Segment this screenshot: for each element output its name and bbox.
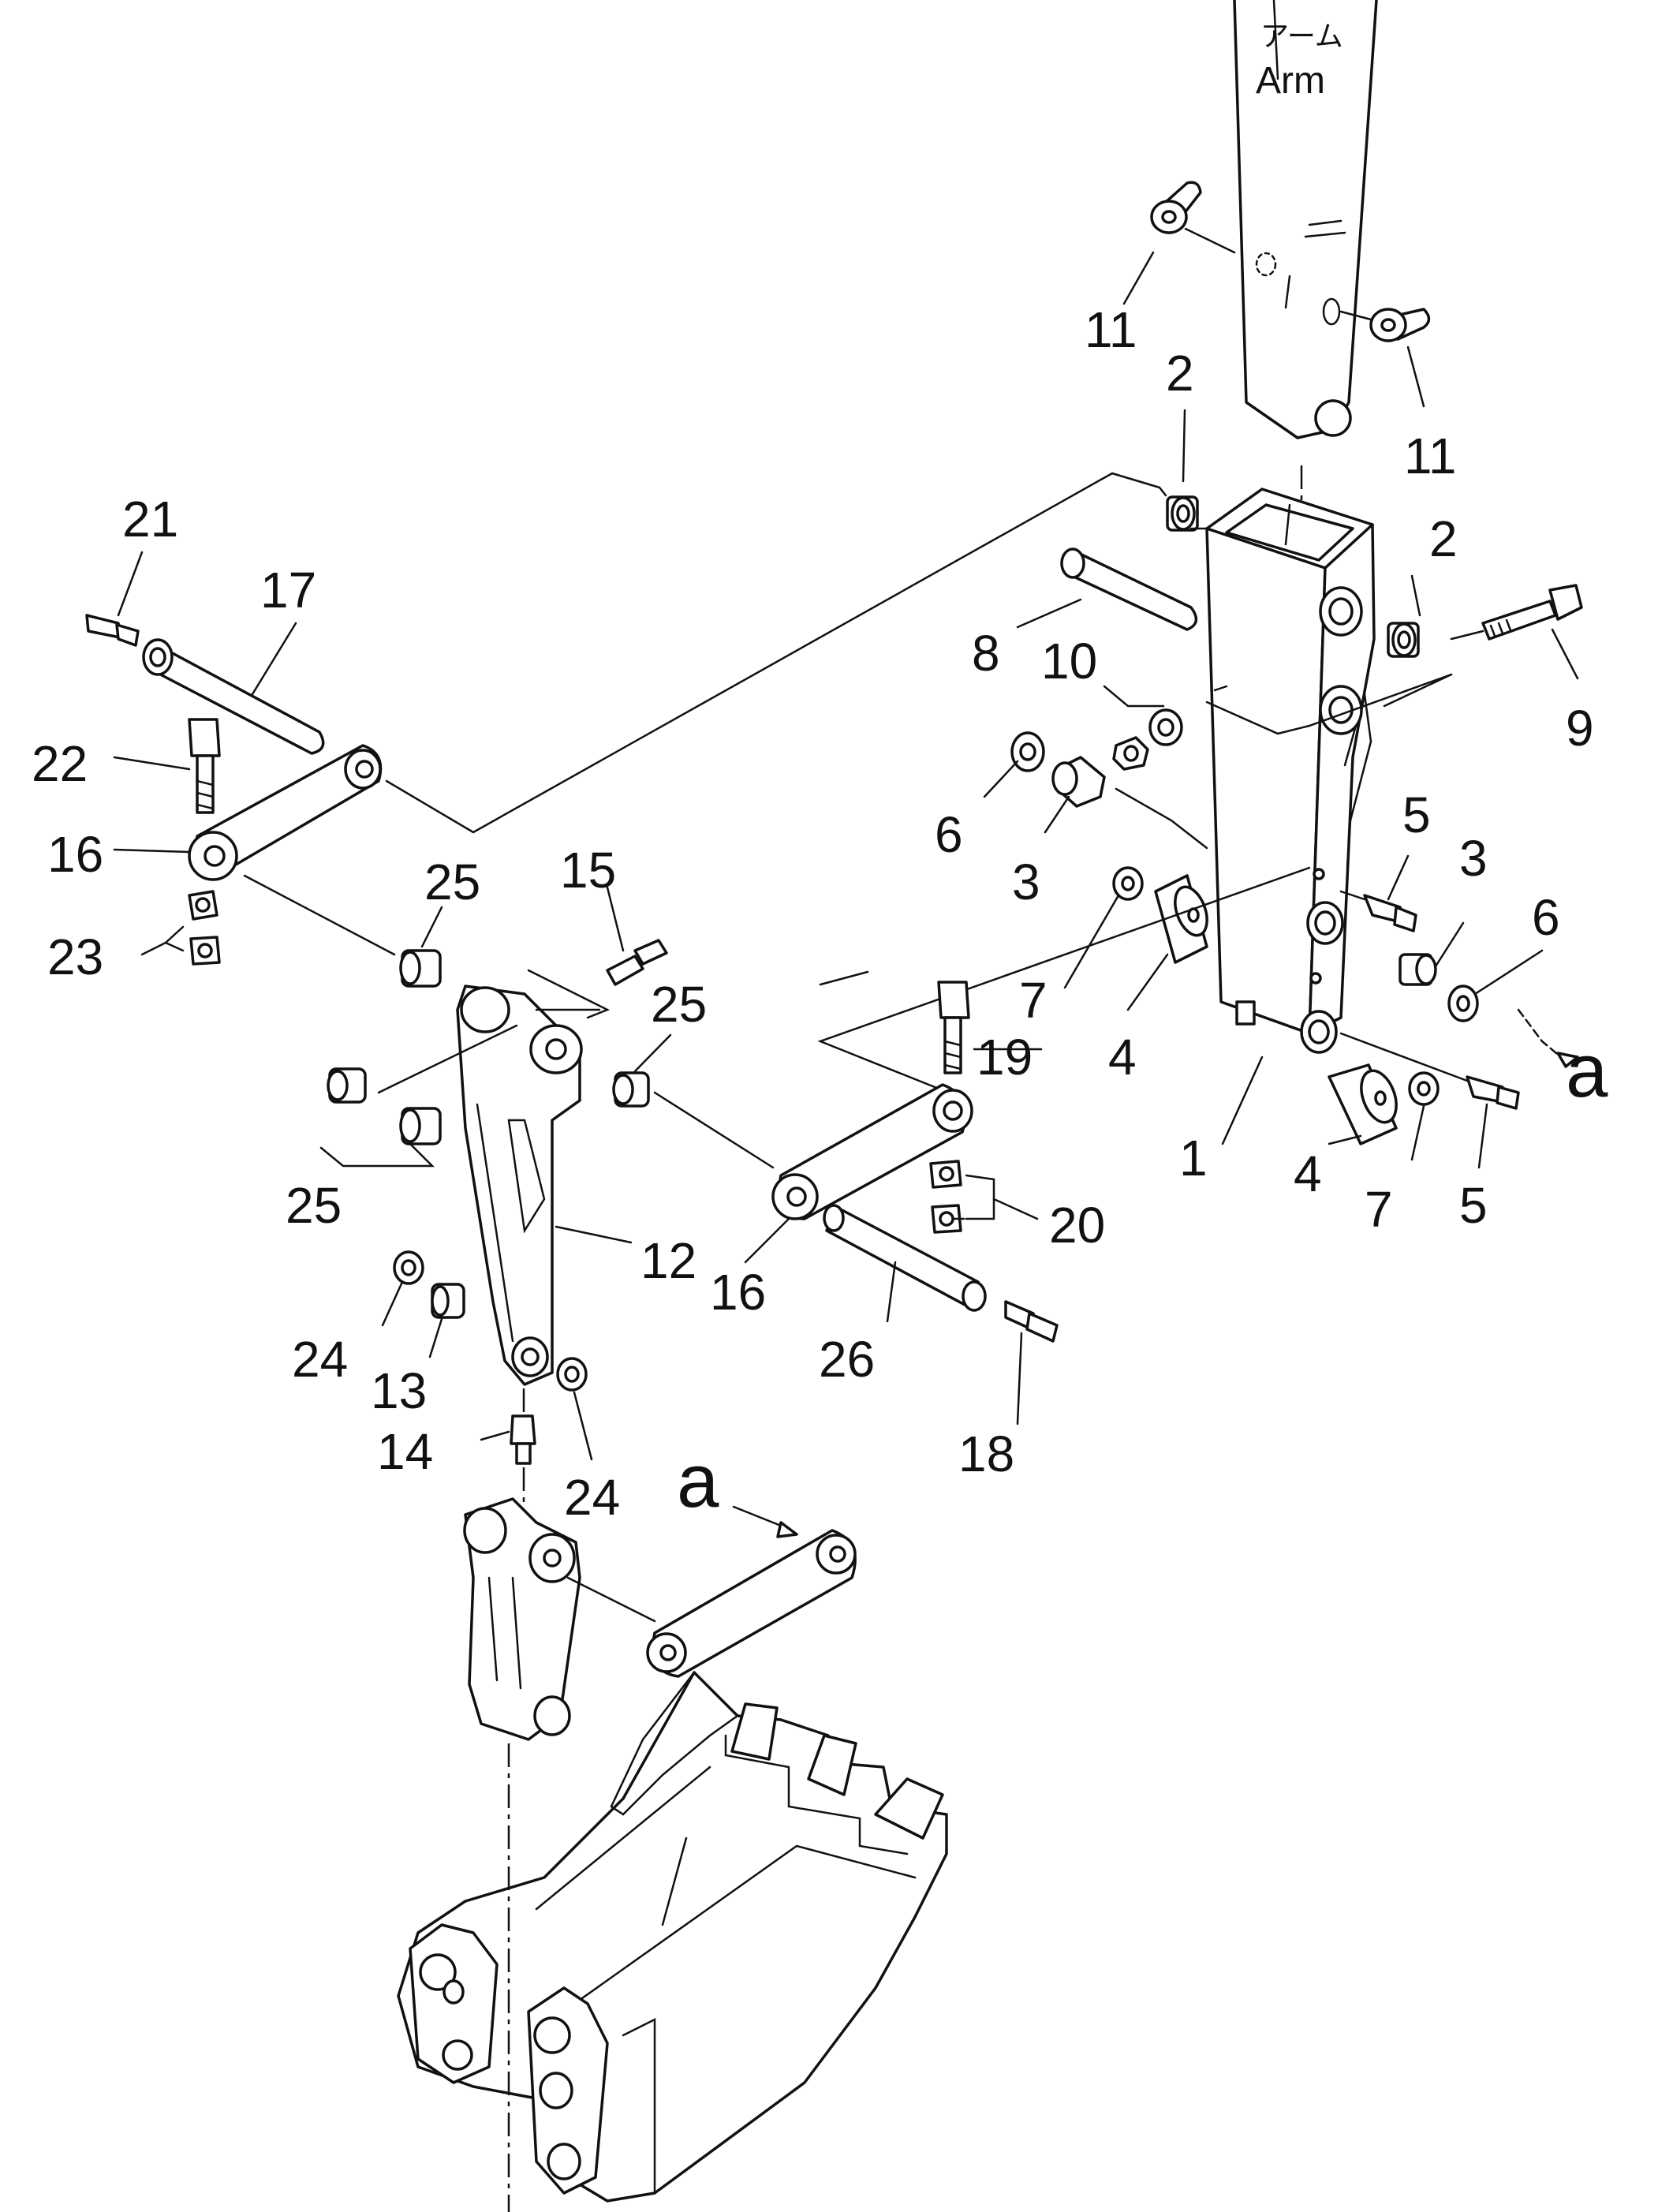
leader-lines (113, 251, 1579, 1538)
grease-fitting-21 (85, 614, 140, 647)
grease-fitting-18 (1004, 1300, 1059, 1343)
callout-25-a: 25 (424, 854, 480, 910)
callout-21: 21 (122, 491, 178, 547)
bushing-25-c (327, 1067, 367, 1104)
arm: アーム Arm (1233, 0, 1378, 439)
callout-5-bottom: 5 (1459, 1177, 1488, 1234)
callout-12: 12 (640, 1232, 696, 1289)
callout-7-upper: 7 (1019, 972, 1047, 1029)
grease-fitting-5-bottom (1339, 1032, 1520, 1110)
callout-19: 19 (977, 1029, 1033, 1085)
callout-23: 23 (47, 929, 103, 985)
callout-3-right: 3 (1459, 830, 1488, 887)
nut-10a (1112, 736, 1149, 771)
nuts-23 (188, 890, 221, 966)
callout-25-c: 25 (286, 1177, 342, 1234)
nut-10b (1148, 708, 1183, 746)
link-12 (377, 969, 611, 1386)
pin-17 (142, 638, 325, 755)
link-16-right (771, 1083, 973, 1220)
bushing-2-right (1387, 622, 1420, 658)
bracket-25 (319, 1142, 435, 1168)
housing-1 (1205, 488, 1376, 1054)
line-link16-bushing25 (243, 874, 396, 956)
bushing-25-d (399, 1107, 442, 1145)
callout-3-left: 3 (1012, 854, 1040, 910)
bolt-19 (937, 981, 970, 1074)
callout-13: 13 (371, 1362, 427, 1419)
bolt-9 (1450, 584, 1583, 641)
grease-fitting-15 (606, 939, 668, 986)
pin-26 (823, 1204, 987, 1312)
callout-6-right: 6 (1532, 889, 1560, 946)
callout-2-right: 2 (1429, 510, 1458, 567)
callout-10: 10 (1041, 633, 1097, 689)
callout-labels: 11 11 2 2 21 17 8 10 9 22 16 6 3 5 3 6 2… (32, 301, 1608, 1526)
bottom-link (646, 1529, 857, 1678)
callout-16-right: 16 (710, 1264, 766, 1321)
nuts-20 (929, 1160, 962, 1234)
callout-6-left: 6 (935, 806, 963, 863)
callout-24-right: 24 (564, 1469, 620, 1526)
line-bracket-link (566, 1576, 656, 1623)
washer-7-upper (1112, 866, 1144, 901)
bushing-13 (431, 1283, 465, 1319)
eye-bolt-11-right (1339, 308, 1431, 342)
bucket (397, 1671, 948, 2212)
nut-6-left (1010, 731, 1045, 772)
callout-11-right: 11 (1404, 428, 1456, 484)
callout-5-top: 5 (1402, 787, 1431, 843)
eye-bolt-11-left (1150, 181, 1236, 254)
callout-4-upper: 4 (1108, 1029, 1137, 1085)
link-16-left (188, 744, 383, 881)
callout-22: 22 (32, 735, 88, 792)
washer-24-left (393, 1250, 424, 1285)
bushing-4-lower (1328, 1063, 1398, 1145)
washer-24-right (556, 1357, 588, 1392)
callout-4-lower: 4 (1294, 1145, 1322, 1202)
line-bushing25-link16 (653, 1091, 775, 1169)
callout-1: 1 (1179, 1130, 1208, 1186)
callout-7-lower: 7 (1365, 1181, 1393, 1238)
washer-7-lower (1408, 1071, 1440, 1106)
callout-24-left: 24 (292, 1331, 348, 1388)
bushing-2-top (1166, 495, 1199, 532)
bolt-22 (188, 718, 221, 814)
callout-11-left: 11 (1085, 301, 1137, 358)
bushing-25-a (399, 949, 442, 988)
bushing-3-right (1399, 953, 1437, 986)
callout-a-right: a (1566, 1029, 1608, 1113)
grease-fitting-5-top (1339, 890, 1417, 932)
bucket-bracket (463, 1497, 581, 1741)
callout-20: 20 (1049, 1197, 1105, 1254)
bushing-3-left (1051, 756, 1106, 808)
callout-25-b: 25 (651, 976, 707, 1033)
assembly-lines (385, 465, 1453, 1098)
grease-fitting-14 (510, 1388, 536, 1507)
arm-label-jp: アーム (1260, 20, 1343, 52)
callout-18: 18 (958, 1425, 1014, 1482)
callout-2-top: 2 (1166, 345, 1194, 402)
callout-14: 14 (377, 1423, 433, 1480)
callout-17: 17 (260, 562, 316, 618)
callout-26: 26 (819, 1331, 875, 1388)
callout-8: 8 (972, 625, 1000, 682)
callout-15: 15 (560, 842, 616, 899)
pin-8 (1060, 547, 1198, 631)
washer-6-right (1447, 985, 1479, 1022)
callout-a-bottom: a (677, 1439, 719, 1523)
bushing-4-upper (1154, 874, 1208, 964)
callout-16-left: 16 (47, 826, 103, 883)
callout-9: 9 (1566, 700, 1594, 757)
bushing-25-b (612, 1071, 650, 1108)
arm-label-en: Arm (1256, 60, 1325, 102)
